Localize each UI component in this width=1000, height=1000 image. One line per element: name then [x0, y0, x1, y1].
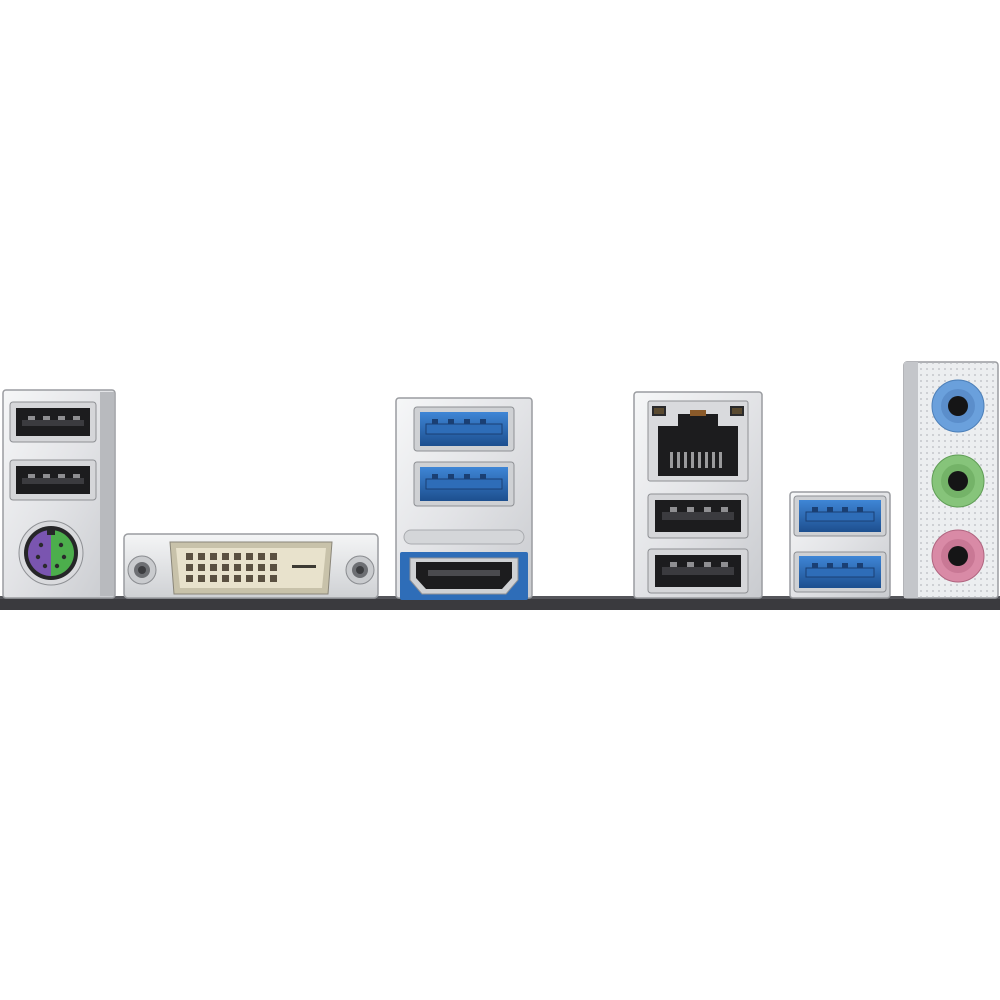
rj45-lan-port[interactable] [647, 400, 749, 482]
dvi-pin [234, 575, 241, 582]
dvi-pin [222, 564, 229, 571]
dvi-pin [246, 575, 253, 582]
dvi-pin [198, 564, 205, 571]
dvi-pin [270, 575, 277, 582]
usb2-port-2[interactable] [9, 459, 97, 501]
dvi-pin [234, 553, 241, 560]
left-port-stack [2, 389, 116, 599]
audio-stack [903, 361, 999, 599]
usb2-port-4[interactable] [647, 548, 749, 594]
dvi-pin [234, 564, 241, 571]
hdmi-port[interactable] [400, 552, 528, 600]
lan-usb-stack [633, 391, 763, 599]
dvi-pin [258, 553, 265, 560]
pcb-edge [0, 596, 1000, 610]
dvi-pin [258, 564, 265, 571]
dvi-pin [210, 553, 217, 560]
usb2-port-1[interactable] [9, 401, 97, 443]
usb3-port-3[interactable] [793, 495, 887, 537]
ps2-combo-port[interactable] [18, 520, 84, 586]
rj45-contacts [670, 452, 722, 468]
dvi-pin [258, 575, 265, 582]
dvi-pin [270, 564, 277, 571]
usb3-small-stack [789, 491, 891, 599]
dvi-pin [186, 564, 193, 571]
dvi-pin [222, 553, 229, 560]
dvi-pin [210, 564, 217, 571]
dvi-pin [186, 575, 193, 582]
dvi-pin [210, 575, 217, 582]
dvi-pin [186, 553, 193, 560]
usb3-port-4[interactable] [793, 551, 887, 593]
usb3-port-1[interactable] [413, 406, 515, 452]
audio-line-in[interactable] [931, 379, 985, 433]
audio-mic-in[interactable] [931, 529, 985, 583]
dvi-pin [270, 553, 277, 560]
usb2-port-3[interactable] [647, 493, 749, 539]
dvi-pin [198, 575, 205, 582]
dvi-screw-right [345, 555, 375, 585]
usb3-port-2[interactable] [413, 461, 515, 507]
dvi-pin [246, 553, 253, 560]
dvi-screw-left [127, 555, 157, 585]
dvi-pin [198, 553, 205, 560]
audio-line-out[interactable] [931, 454, 985, 508]
dvi-pin-grid [186, 553, 277, 582]
dvi-pin [246, 564, 253, 571]
usb3-hdmi-stack [395, 397, 533, 600]
dvi-pin [222, 575, 229, 582]
dvi-port[interactable] [123, 533, 379, 599]
